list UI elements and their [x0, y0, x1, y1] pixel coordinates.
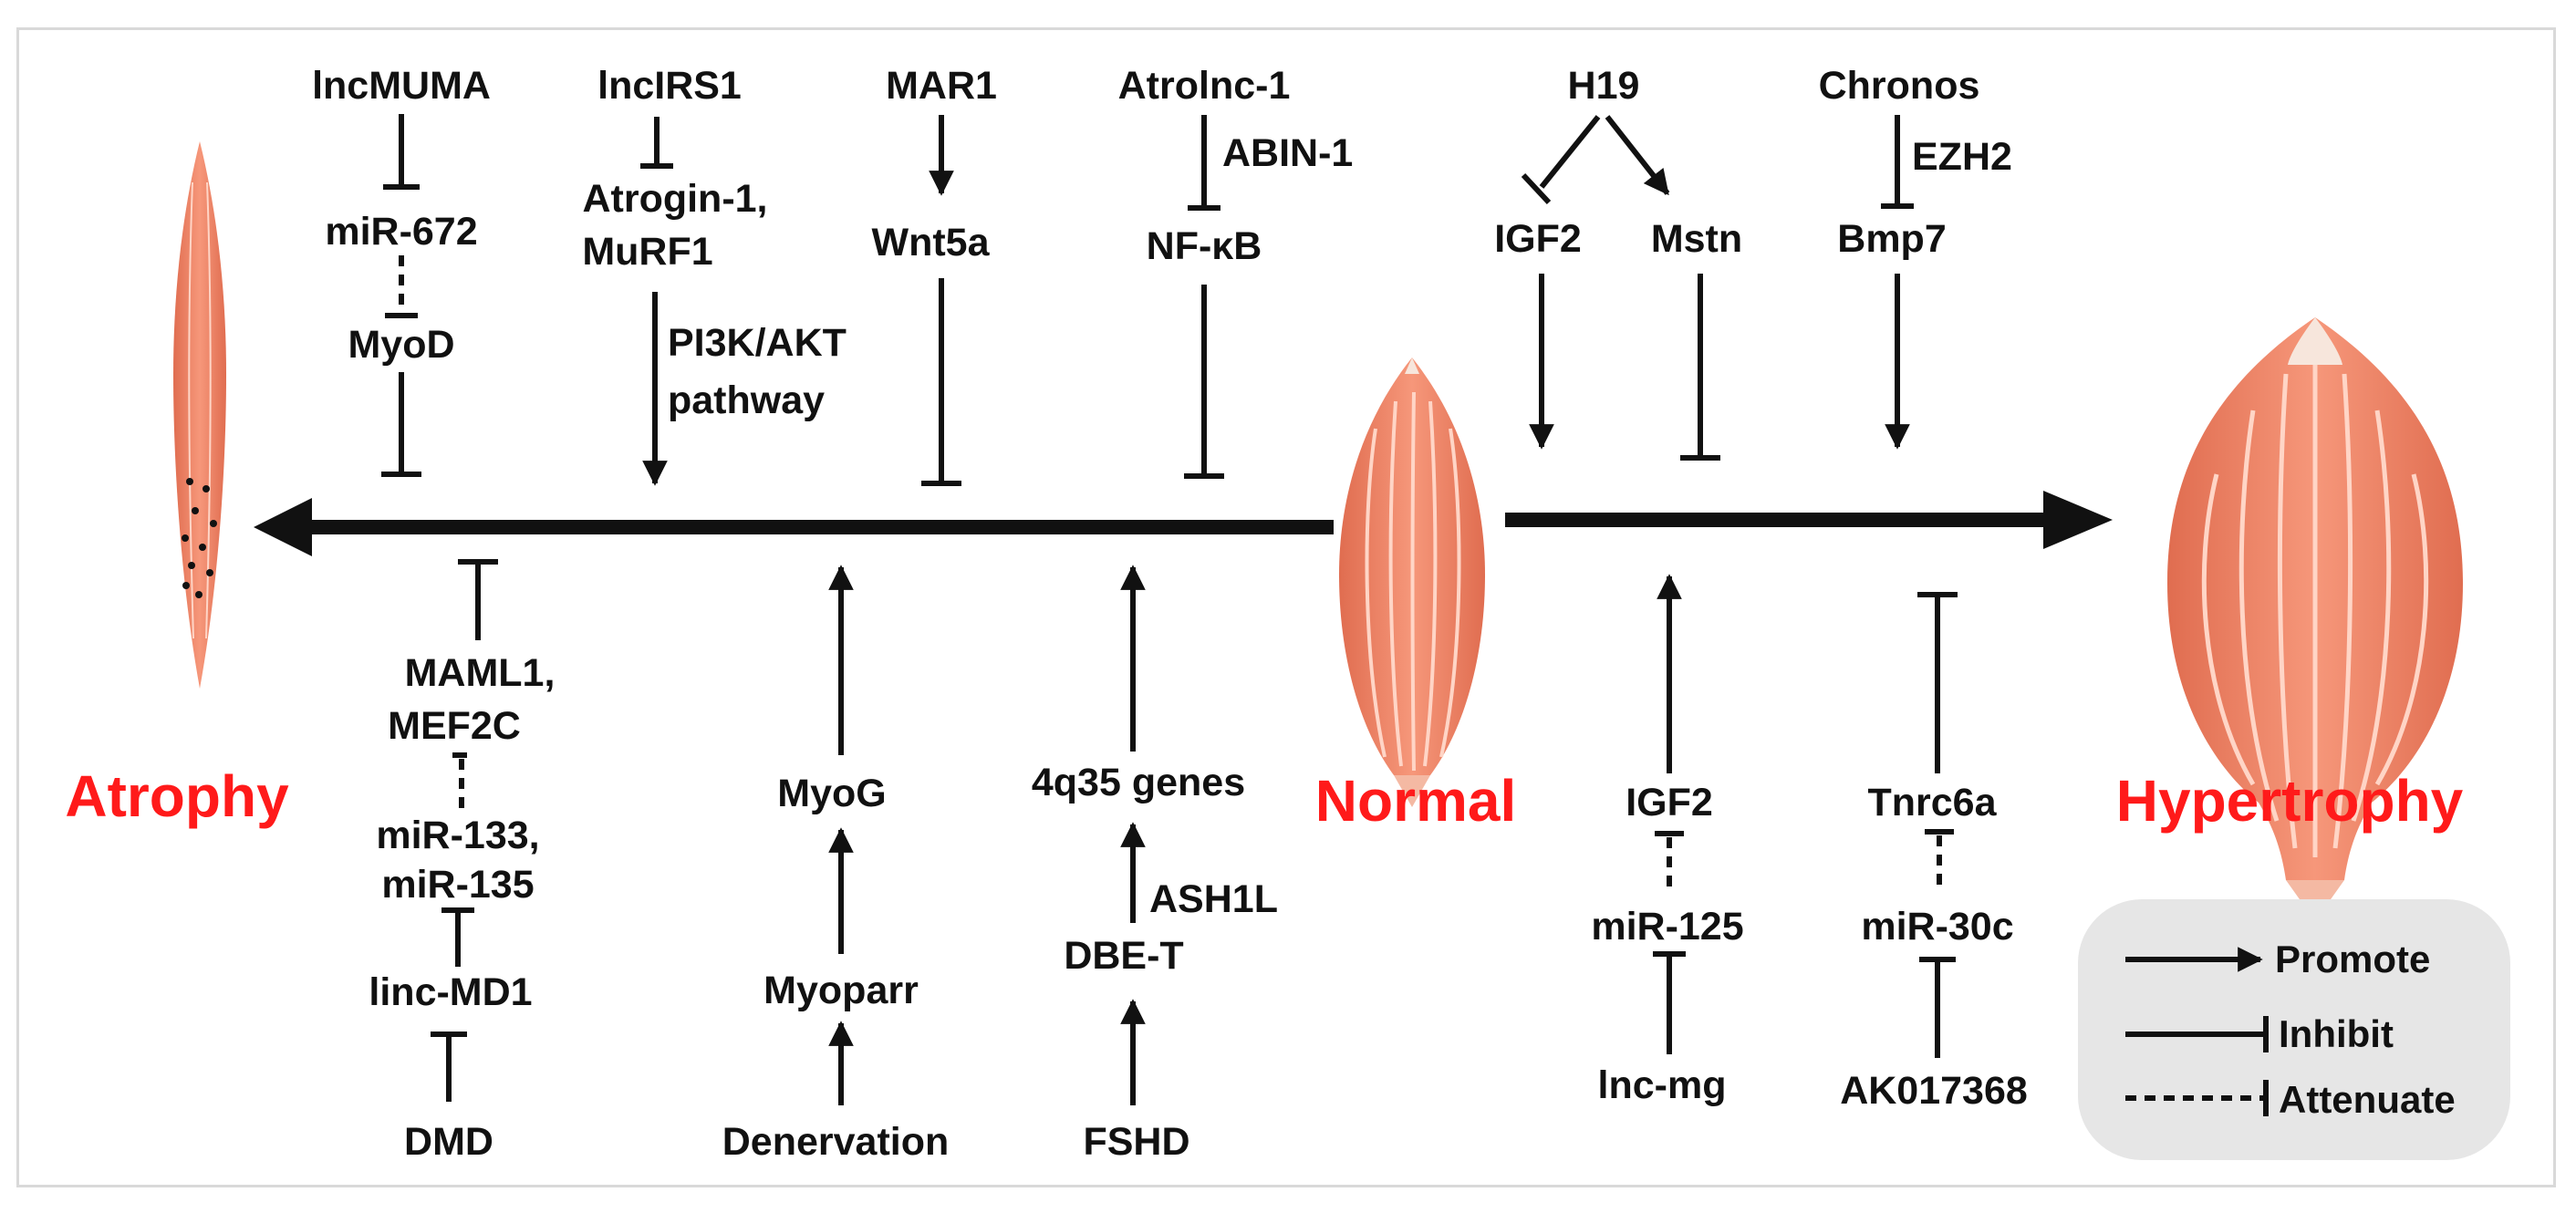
myoparr-label: Myoparr — [763, 969, 919, 1012]
pathway-label: pathway — [668, 378, 825, 422]
atrophy-label: Atrophy — [65, 763, 289, 829]
murf1-label: MuRF1 — [582, 230, 712, 274]
hypertrophied-muscle-icon — [2167, 317, 2463, 921]
igf2-top-label: IGF2 — [1494, 217, 1582, 261]
inhibit-bar — [1521, 172, 1552, 205]
mir125-label: miR-125 — [1591, 905, 1743, 949]
lncmuma-label: lncMUMA — [312, 64, 491, 108]
atrophy-main-arrow — [254, 498, 1334, 556]
mir672-label: miR-672 — [325, 210, 477, 254]
ak017368-label: AK017368 — [1840, 1069, 2028, 1113]
bmp7-label: Bmp7 — [1837, 217, 1946, 261]
denervation-label: Denervation — [722, 1120, 950, 1164]
chronos-label: Chronos — [1819, 64, 1980, 108]
promote-arrow — [1605, 115, 1670, 196]
myod-label: MyoD — [348, 323, 454, 367]
lncmg-label: lnc-mg — [1598, 1063, 1727, 1107]
inhibit-line — [1539, 115, 1601, 189]
legend-attenuate-label: Attenuate — [2279, 1078, 2456, 1121]
legend: Promote Inhibit Attenuate — [2078, 899, 2510, 1160]
ezh2-label: EZH2 — [1912, 135, 2012, 179]
atrophied-muscle-icon — [173, 141, 226, 689]
lncirs1-label: lncIRS1 — [597, 64, 742, 108]
diagram-frame — [16, 27, 2556, 1187]
fshd-label: FSHD — [1083, 1120, 1189, 1164]
tnrc6a-label: Tnrc6a — [1867, 781, 1997, 824]
pi3k-label: PI3K/AKT — [668, 321, 847, 365]
mir135-label: miR-135 — [381, 863, 534, 907]
atrogin-label: Atrogin-1, — [582, 177, 767, 221]
mef2c-label: MEF2C — [388, 704, 521, 748]
mir30c-label: miR-30c — [1861, 905, 2013, 949]
mstn-label: Mstn — [1651, 217, 1742, 261]
ash1l-label: ASH1L — [1149, 877, 1278, 921]
wnt5a-label: Wnt5a — [872, 221, 991, 264]
abin1-label: ABIN-1 — [1222, 131, 1353, 175]
nfkb-label: NF-κB — [1147, 224, 1262, 268]
maml1-label: MAML1, — [405, 651, 556, 695]
hypertrophy-label: Hypertrophy — [2116, 768, 2464, 834]
4q35-label: 4q35 genes — [1032, 761, 1245, 804]
h19-label: H19 — [1568, 64, 1640, 108]
mar1-label: MAR1 — [886, 64, 997, 108]
hypertrophy-main-arrow — [1505, 491, 2113, 549]
legend-promote-label: Promote — [2275, 938, 2430, 980]
atrolnc-label: Atrolnc-1 — [1118, 64, 1291, 108]
igf2-bottom-label: IGF2 — [1626, 781, 1713, 824]
legend-box — [2078, 899, 2510, 1160]
dbet-label: DBE-T — [1064, 934, 1183, 978]
legend-inhibit-label: Inhibit — [2279, 1012, 2394, 1055]
normal-label: Normal — [1315, 768, 1517, 834]
normal-muscle-icon — [1339, 358, 1485, 807]
mir133-label: miR-133, — [376, 814, 539, 857]
dmd-label: DMD — [404, 1120, 493, 1164]
lincmd1-label: linc-MD1 — [369, 970, 532, 1014]
myog-label: MyoG — [777, 772, 886, 815]
